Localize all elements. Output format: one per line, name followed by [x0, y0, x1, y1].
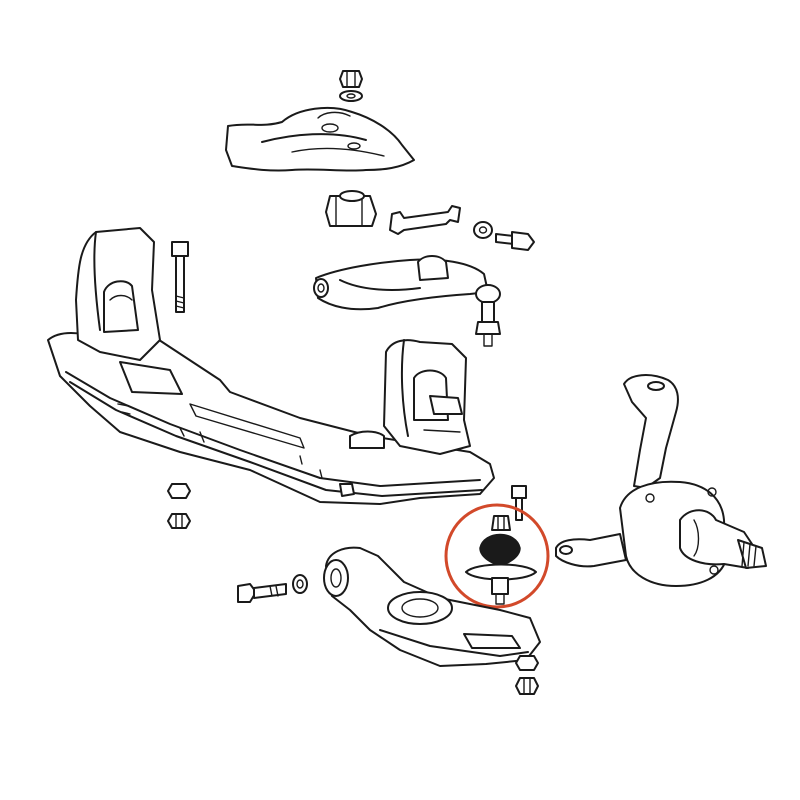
highlight-circle [444, 503, 550, 609]
lower-control-arm [323, 546, 541, 667]
lower-arm-bolt [237, 583, 287, 603]
long-bolt [171, 241, 189, 313]
adjusting-link [389, 205, 461, 235]
upper-arm-bolt [495, 231, 535, 251]
steering-knuckle [555, 374, 767, 587]
frame-crossmember [47, 227, 495, 505]
lower-arm-washer [292, 574, 308, 594]
upper-nut [339, 70, 363, 88]
washer [473, 221, 493, 239]
lower-ball-joint [465, 515, 537, 605]
body-mount-bracket [225, 106, 415, 172]
rubber-bumper [325, 190, 377, 227]
upper-ball-joint [475, 284, 501, 347]
nuts [167, 483, 539, 695]
upper-washer [339, 90, 363, 102]
lower-ball-joint-bolt [511, 485, 527, 521]
upper-control-arm [313, 255, 489, 311]
